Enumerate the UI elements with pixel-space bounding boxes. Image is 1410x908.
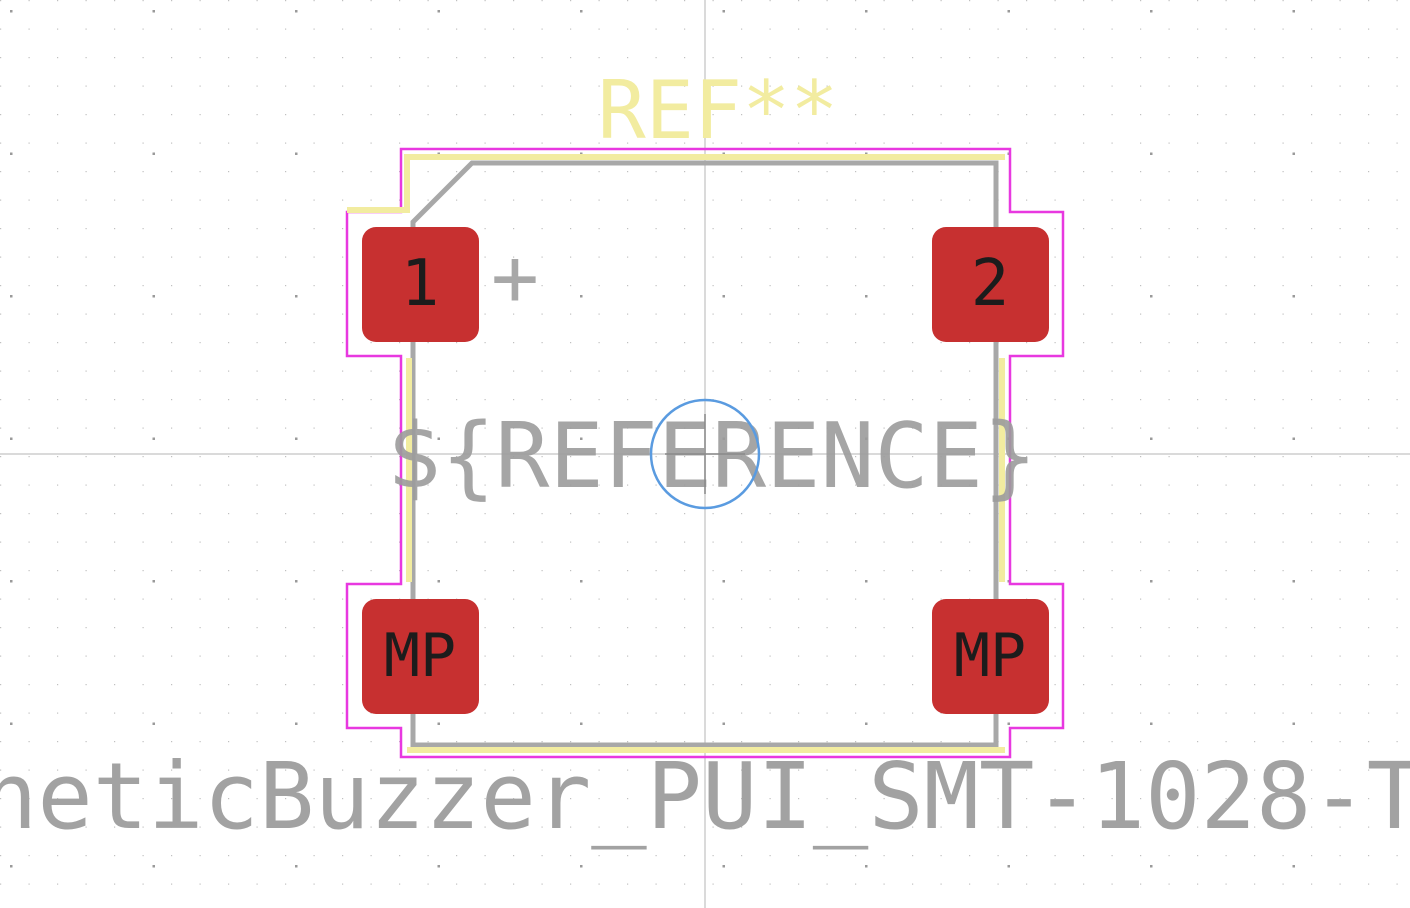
fab-outline: [410, 160, 999, 748]
pad-2[interactable]: 2: [932, 227, 1049, 342]
courtyard-outline: [345, 147, 1065, 759]
footprint-value-text[interactable]: neticBuzzer_PUI_SMT-1028-T-2: [0, 743, 1410, 850]
silkscreen-outline-top: [347, 154, 1005, 213]
pad-mp-right[interactable]: MP: [932, 599, 1049, 714]
polarity-plus-mark: +: [491, 231, 539, 324]
anchor-marker-icon[interactable]: [649, 398, 761, 510]
ref-designator[interactable]: REF**: [598, 64, 839, 157]
pad-mp-right-label: MP: [954, 621, 1026, 691]
pad-2-label: 2: [971, 247, 1010, 321]
pad-1[interactable]: 1: [362, 227, 479, 342]
reference-field-text[interactable]: ${REFERENCE}: [387, 404, 1037, 509]
pad-mp-left-label: MP: [384, 621, 456, 691]
pad-1-label: 1: [401, 247, 440, 321]
pad-mp-left[interactable]: MP: [362, 599, 479, 714]
